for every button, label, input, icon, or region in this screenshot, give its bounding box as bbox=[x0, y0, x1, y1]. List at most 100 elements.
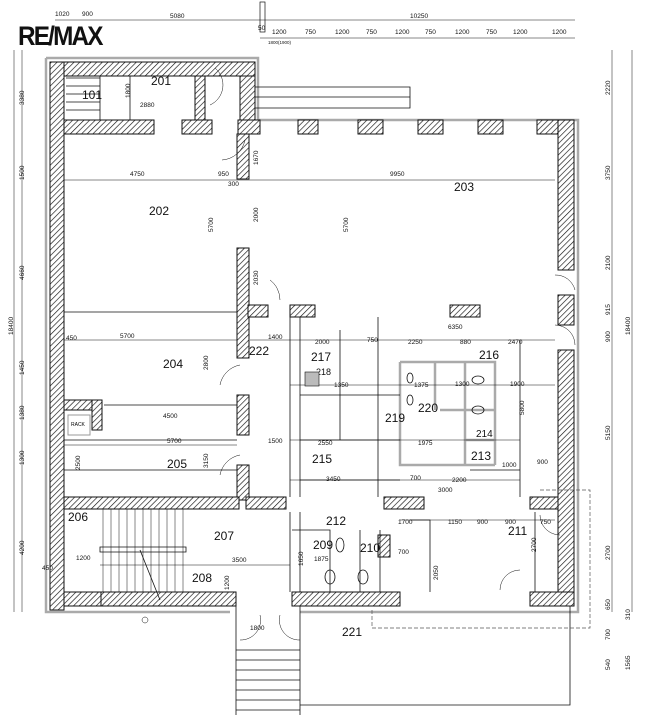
dim-text: 2050 bbox=[433, 565, 440, 580]
dim-text: 1670 bbox=[253, 150, 260, 165]
dim-text: 700 bbox=[398, 549, 409, 556]
dim-text: 540 bbox=[605, 659, 612, 670]
dim-text: 1875 bbox=[314, 556, 329, 563]
dim-text: 18400 bbox=[8, 317, 15, 335]
dim-text: 5700 bbox=[208, 217, 215, 232]
dim-text: 1020 bbox=[55, 11, 70, 18]
dim-text: 450 bbox=[42, 565, 53, 572]
toilet-icon bbox=[471, 405, 485, 415]
interior-dimensions: 2880 1800 4750 950 300 5700 1670 2000 20… bbox=[42, 83, 551, 632]
dim-text: 700 bbox=[410, 475, 421, 482]
dim-text: 4200 bbox=[19, 540, 26, 555]
room-210: 210 bbox=[360, 541, 380, 555]
dim-text: 3750 bbox=[605, 165, 612, 180]
dim-text: 3450 bbox=[326, 476, 341, 483]
dim-text: 1700 bbox=[398, 519, 413, 526]
dim-text: 750 bbox=[540, 519, 551, 526]
dim-text: 2250 bbox=[408, 339, 423, 346]
dim-text: 1150 bbox=[448, 519, 462, 526]
dim-text: 1450 bbox=[19, 360, 26, 375]
dim-text: 750 bbox=[367, 337, 378, 344]
room-219: 219 bbox=[385, 411, 405, 425]
dim-text: 310 bbox=[625, 609, 632, 620]
room-206: 206 bbox=[68, 510, 88, 524]
dim-text: 900 bbox=[537, 459, 548, 466]
dim-text: 1400 bbox=[268, 334, 283, 341]
dim-text: 1200 bbox=[224, 575, 231, 590]
dim-text: 1375 bbox=[414, 382, 429, 389]
dim-text: 50 bbox=[258, 25, 266, 32]
room-203: 203 bbox=[454, 180, 474, 194]
right-dimensions: 2220 3750 2100 915 900 5150 2700 650 310… bbox=[605, 80, 632, 670]
dim-text: 450 bbox=[66, 335, 77, 342]
sanitary-fixtures bbox=[304, 371, 485, 585]
partitions bbox=[64, 67, 591, 715]
dim-text: 4750 bbox=[130, 171, 145, 178]
sink-icon bbox=[335, 537, 345, 553]
dim-text: 1500 bbox=[268, 438, 283, 445]
dim-text: 2500 bbox=[75, 455, 82, 470]
room-216: 216 bbox=[479, 348, 499, 362]
dim-text: 3380 bbox=[19, 90, 26, 105]
room-207: 207 bbox=[214, 529, 234, 543]
dimension-lines bbox=[13, 1, 633, 612]
dim-text: 1000 bbox=[502, 462, 517, 469]
dim-text: 18400 bbox=[625, 317, 632, 335]
dim-text: 1200 bbox=[552, 29, 567, 36]
room-217: 217 bbox=[311, 350, 331, 364]
dim-text: 700 bbox=[605, 629, 612, 640]
dim-text: 2550 bbox=[318, 440, 333, 447]
room-209: 209 bbox=[313, 538, 333, 552]
dim-text: 1300 bbox=[455, 381, 470, 388]
dim-text: 2220 bbox=[605, 80, 612, 95]
toilet-icon bbox=[357, 569, 369, 585]
room-213: 213 bbox=[471, 449, 491, 463]
remax-logo: RE/MAX bbox=[18, 21, 104, 51]
dim-text: 2000 bbox=[253, 207, 260, 222]
dim-text: 1200 bbox=[272, 29, 287, 36]
room-205: 205 bbox=[167, 457, 187, 471]
dim-text: 880 bbox=[460, 339, 471, 346]
dim-text: 1200 bbox=[395, 29, 410, 36]
dim-text: 1800 bbox=[125, 83, 132, 98]
dim-text: 5800 bbox=[519, 400, 526, 415]
dim-text: 1200 bbox=[513, 29, 528, 36]
dim-text: 300 bbox=[228, 181, 239, 188]
dim-text: 6350 bbox=[448, 324, 463, 331]
room-208: 208 bbox=[192, 571, 212, 585]
dim-text: 1800(1900) bbox=[268, 40, 292, 45]
dim-text: 1200 bbox=[76, 555, 91, 562]
room-218: 218 bbox=[316, 367, 331, 377]
dim-text: 3150 bbox=[203, 453, 210, 468]
dim-text: 900 bbox=[505, 519, 516, 526]
sink-icon bbox=[406, 394, 414, 406]
room-220: 220 bbox=[418, 401, 438, 415]
room-101: 101 bbox=[82, 88, 102, 102]
dim-text: 10250 bbox=[410, 13, 428, 20]
dim-text: 9950 bbox=[390, 171, 405, 178]
shower-icon bbox=[304, 371, 320, 387]
toilet-icon bbox=[471, 375, 485, 385]
dim-text: 2800 bbox=[203, 355, 210, 370]
toilet-icon bbox=[324, 569, 336, 585]
room-215: 215 bbox=[312, 452, 332, 466]
room-201: 201 bbox=[151, 74, 171, 88]
dim-text: 900 bbox=[605, 331, 612, 342]
dim-text: 750 bbox=[425, 29, 436, 36]
dim-text: 4660 bbox=[19, 265, 26, 280]
exterior-walls bbox=[49, 61, 575, 611]
dim-text: 1565 bbox=[625, 655, 632, 670]
dim-text: 1300 bbox=[19, 450, 26, 465]
dim-text: 1500 bbox=[19, 165, 26, 180]
dim-text: 750 bbox=[366, 29, 377, 36]
interior-walls bbox=[63, 133, 559, 558]
room-221: 221 bbox=[342, 625, 362, 639]
dim-text: 2700 bbox=[605, 545, 612, 560]
dim-text: 2470 bbox=[508, 339, 523, 346]
dim-text: 1380 bbox=[19, 405, 26, 420]
dim-text: 3000 bbox=[438, 487, 453, 494]
dim-text: 5150 bbox=[605, 425, 612, 440]
top-dimensions: 1020 900 5080 10250 50 1200 750 1200 750… bbox=[55, 11, 567, 45]
dim-text: 1975 bbox=[418, 440, 433, 447]
dim-text: 2100 bbox=[605, 255, 612, 270]
